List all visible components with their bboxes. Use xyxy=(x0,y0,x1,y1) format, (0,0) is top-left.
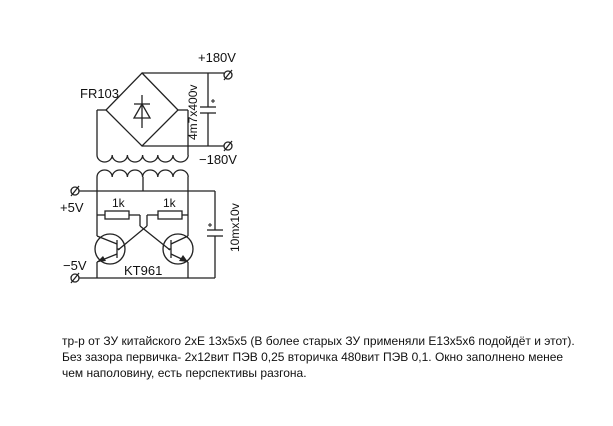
plus180-label: +180V xyxy=(198,50,236,65)
diode-bridge xyxy=(105,72,179,147)
secondary-winding xyxy=(96,154,189,163)
resistor-1 xyxy=(104,210,130,220)
transistor-label: KT961 xyxy=(124,263,162,278)
plus-polarity-icon xyxy=(211,99,215,103)
transistor-1 xyxy=(94,233,126,265)
primary-winding xyxy=(96,169,189,178)
description-line: чем наполовину, есть перспективы разгона… xyxy=(62,366,307,380)
bridge-label: FR103 xyxy=(80,86,119,101)
resistor-2-label: 1k xyxy=(163,196,177,210)
terminal-plus5 xyxy=(70,185,80,197)
description-text: тр-р от ЗУ китайского 2хЕ 13х5х5 (В боле… xyxy=(62,333,607,381)
lv-capacitor xyxy=(207,223,223,237)
lv-capacitor-label: 10mx10v xyxy=(228,203,242,252)
plus-polarity-icon xyxy=(208,223,212,227)
hv-capacitor xyxy=(200,99,216,114)
minus5-label: −5V xyxy=(63,258,87,273)
hv-wires xyxy=(96,72,224,155)
hv-capacitor-label: 4m7x400v xyxy=(186,85,200,140)
terminal-minus180 xyxy=(223,140,233,152)
resistor-2 xyxy=(157,210,183,220)
description-line: Без зазора первичка- 2х12вит ПЭВ 0,25 вт… xyxy=(62,350,564,364)
minus180-label: −180V xyxy=(199,152,237,167)
plus5-label: +5V xyxy=(60,200,84,215)
description-line: тр-р от ЗУ китайского 2хЕ 13х5х5 (В боле… xyxy=(62,334,575,348)
terminal-plus180 xyxy=(223,69,233,81)
terminal-minus5 xyxy=(70,272,80,284)
transistor-2 xyxy=(162,233,194,265)
lv-wires xyxy=(79,177,216,279)
resistor-1-label: 1k xyxy=(112,196,126,210)
